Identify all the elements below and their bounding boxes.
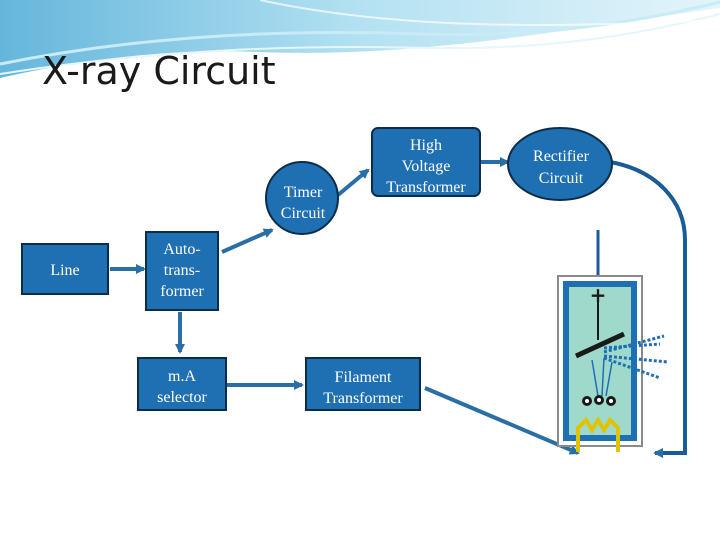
node-high-voltage-transformer: High Voltage Transformer [371,127,481,197]
arrow-timer-to-hv-transformer [336,168,370,197]
node-rectifier-label-1: Rectifier [533,148,590,165]
tube-envelope [563,281,637,441]
node-rectifier-circuit: Rectifier Circuit [507,127,613,201]
arrow-filament-to-tube [424,386,580,455]
node-timer-label-2: Circuit [281,205,326,222]
node-autotransformer: Auto- trans- former [145,231,219,311]
wire-rectifier-to-tube [609,160,687,458]
anode-plus-sign: + [590,283,607,307]
filament-coil [582,395,616,406]
node-hv-label-1: High [410,137,442,154]
node-ma-label-1: m.A [168,368,196,385]
arrow-autotransformer-to-timer [221,228,274,254]
node-filament-transformer: Filament Transformer [305,357,421,411]
node-ma-label-2: selector [157,389,207,406]
cathode-leads [576,416,620,452]
node-rectifier-label-2: Circuit [539,170,584,187]
xray-tube: + [557,275,669,452]
node-hv-label-2: Voltage [402,158,451,175]
node-filament-label-2: Transformer [323,390,403,407]
page-title: X-ray Circuit [42,49,276,93]
node-line-label: Line [50,262,79,279]
node-filament-label-1: Filament [335,369,392,386]
node-timer-circuit: Timer Circuit [265,161,339,235]
anode-target [574,331,626,359]
node-ma-selector: m.A selector [137,357,227,411]
node-hv-label-3: Transformer [386,179,466,196]
node-autotransformer-label-2: trans- [164,262,200,279]
xray-emission-lines [603,334,669,380]
electron-beam [591,357,613,397]
node-timer-label-1: Timer [284,184,323,201]
node-line: Line [21,243,109,295]
header-swoosh [0,0,720,78]
node-autotransformer-label-1: Auto- [163,241,200,258]
node-autotransformer-label-3: former [160,283,204,300]
